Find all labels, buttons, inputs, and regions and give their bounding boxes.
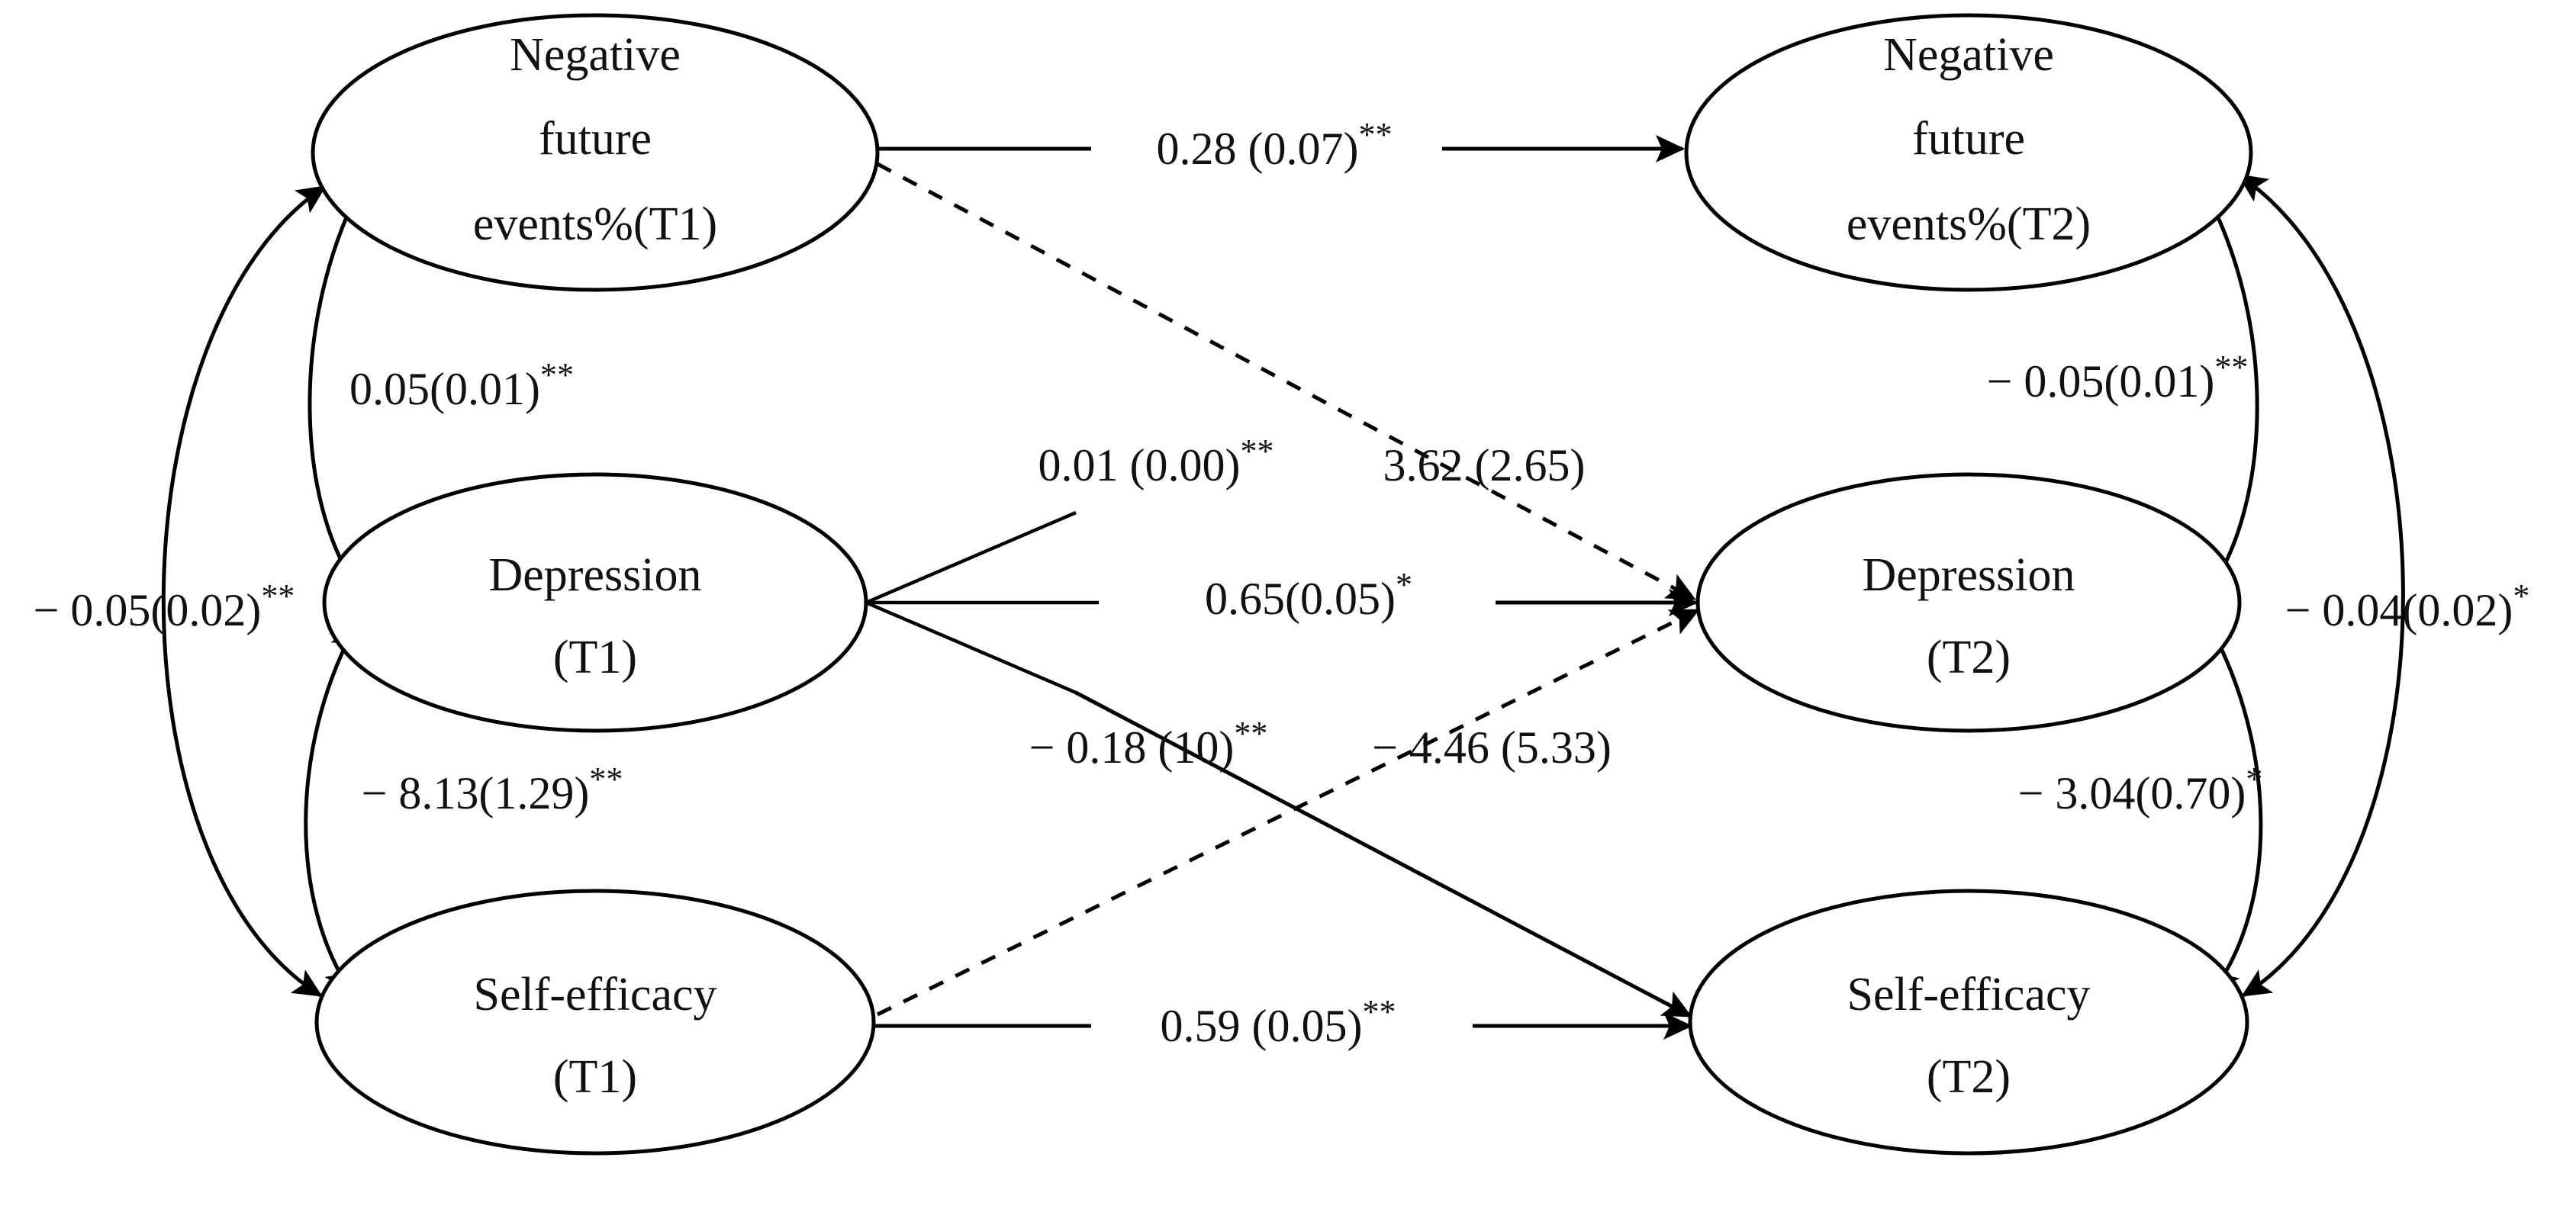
label-nfe-autoregressive: 0.28 (0.07)** <box>1077 105 1450 174</box>
svg-text:0.59 (0.05)**: 0.59 (0.05)** <box>1080 982 1454 1051</box>
label-dep-se-cross: − 0.18 (10)** <box>949 704 1325 773</box>
svg-text:− 8.13(1.29)**: − 8.13(1.29)** <box>282 750 681 818</box>
label-nfe-se-t2-covariance: − 0.04(0.02)* <box>2205 567 2576 635</box>
label-dep-se-t1-covariance: − 8.13(1.29)** <box>282 750 681 818</box>
node-label-line1: Negative <box>1883 29 2054 81</box>
coef-stars: ** <box>589 760 623 798</box>
edge-dep-t1-to-dep-t2 <box>865 510 1699 695</box>
coef-stars: ** <box>261 577 295 615</box>
edge-se-t1-to-dep-t2 <box>876 608 1700 1017</box>
coef-value: 0.59 (0.05) <box>1161 1001 1363 1051</box>
coef-value: − 8.13(1.29) <box>362 768 590 818</box>
svg-text:0.01 (0.00)**: 0.01 (0.00)** <box>958 422 1331 490</box>
label-dep-autoregressive: 0.65(0.05)* <box>1125 555 1470 624</box>
node-ellipse <box>1695 472 2242 733</box>
svg-text:− 4.46 (5.33): − 4.46 (5.33) <box>1292 722 1669 773</box>
node-self-efficacy-t1[interactable]: Self-efficacy (T1) <box>314 889 876 1156</box>
coef-value: 0.05(0.01) <box>349 364 540 414</box>
node-label-line3: events%(T1) <box>473 198 717 250</box>
node-ellipse <box>1688 889 2249 1156</box>
node-label-line2: (T1) <box>553 632 637 683</box>
node-negative-future-events-t2[interactable]: Negative future events%(T2) <box>1684 13 2253 292</box>
edge-dep-t2-se-t2-covariance <box>2205 619 2263 994</box>
svg-text:− 0.05(0.02)**: − 0.05(0.02)** <box>0 567 352 635</box>
node-ellipse <box>1684 13 2253 292</box>
label-nfe-to-dep-t1-covariance: 0.05(0.01)** <box>269 346 631 414</box>
node-label-line2: (T2) <box>1927 632 2011 683</box>
coef-stars: * <box>2513 577 2529 615</box>
node-ellipse <box>311 13 880 292</box>
coef-value: 0.28 (0.07) <box>1157 124 1359 174</box>
node-ellipse <box>314 889 876 1156</box>
label-dep-autoregressive-small: 0.01 (0.00)** <box>958 422 1331 490</box>
edge-nfe-t2-se-t2-covariance <box>2237 173 2405 998</box>
label-dep-se-t2-covariance: − 3.04(0.70)* <box>1938 750 2320 818</box>
label-se-autoregressive: 0.59 (0.05)** <box>1080 982 1454 1051</box>
svg-text:3.62 (2.65): 3.62 (2.65) <box>1303 440 1643 490</box>
coef-stars: * <box>2246 760 2262 798</box>
coef-stars: ** <box>1358 116 1392 153</box>
node-depression-t1[interactable]: Depression (T1) <box>322 472 868 733</box>
coef-stars: * <box>1396 566 1412 603</box>
coef-stars: ** <box>1234 715 1267 752</box>
label-nfe-dep-t2-covariance: − 0.05(0.01)** <box>1907 338 2306 407</box>
coef-value: − 0.18 (10) <box>1029 722 1235 773</box>
node-label-line2: future <box>539 113 652 165</box>
coef-value: − 0.05(0.02) <box>34 585 262 635</box>
edge-dep-t1-to-se-t2 <box>1074 690 1692 1018</box>
label-cross-nfe-dep: 3.62 (2.65) <box>1303 440 1643 490</box>
edge-nfe-t1-to-dep-t2 <box>876 162 1696 601</box>
svg-text:− 0.05(0.01)**: − 0.05(0.01)** <box>1907 338 2306 407</box>
coef-stars: ** <box>1240 432 1274 470</box>
node-label-line2: (T1) <box>553 1051 637 1103</box>
svg-text:0.65(0.05)*: 0.65(0.05)* <box>1125 555 1470 624</box>
svg-text:0.05(0.01)**: 0.05(0.01)** <box>269 346 631 414</box>
coef-value: − 4.46 (5.33) <box>1372 722 1612 773</box>
label-se-dep-cross: − 4.46 (5.33) <box>1292 722 1669 773</box>
node-label-line1: Negative <box>510 29 681 81</box>
coef-value: − 3.04(0.70) <box>2018 768 2246 818</box>
coef-stars: ** <box>2214 349 2248 386</box>
label-nfe-dep-se-t1-covariance: − 0.05(0.02)** <box>0 567 352 635</box>
node-negative-future-events-t1[interactable]: Negative future events%(T1) <box>311 13 880 292</box>
node-label-line1: Depression <box>1863 549 2075 601</box>
coef-stars: ** <box>1362 993 1396 1030</box>
coef-value: 3.62 (2.65) <box>1383 440 1586 490</box>
svg-text:− 0.04(0.02)*: − 0.04(0.02)* <box>2205 567 2576 635</box>
node-label-line1: Self-efficacy <box>1847 969 2091 1021</box>
node-depression-t2[interactable]: Depression (T2) <box>1695 472 2242 733</box>
edge-nfe-t1-dep-t1-covariance <box>308 188 361 590</box>
coef-value: − 0.05(0.01) <box>1987 356 2215 407</box>
svg-text:0.28 (0.07)**: 0.28 (0.07)** <box>1077 105 1450 174</box>
node-label-line1: Depression <box>489 549 702 601</box>
svg-text:− 0.18 (10)**: − 0.18 (10)** <box>949 704 1325 773</box>
coef-stars: ** <box>540 356 574 394</box>
node-self-efficacy-t2[interactable]: Self-efficacy (T2) <box>1688 889 2249 1156</box>
node-ellipse <box>322 472 868 733</box>
edge-dep-t1-se-t1-covariance <box>304 623 358 994</box>
svg-text:− 3.04(0.70)*: − 3.04(0.70)* <box>1938 750 2320 818</box>
coef-value: 0.65(0.05) <box>1205 574 1396 624</box>
edge-nfe-t2-dep-t2-covariance <box>2203 188 2259 593</box>
node-label-line3: events%(T2) <box>1847 198 2091 250</box>
coef-value: − 0.04(0.02) <box>2285 585 2513 635</box>
node-label-line1: Self-efficacy <box>474 969 717 1021</box>
coef-value: 0.01 (0.00) <box>1038 440 1241 490</box>
node-label-line2: (T2) <box>1927 1051 2011 1103</box>
edge-nfe-t1-se-t1-covariance <box>161 185 327 998</box>
node-label-line2: future <box>1912 113 2025 165</box>
